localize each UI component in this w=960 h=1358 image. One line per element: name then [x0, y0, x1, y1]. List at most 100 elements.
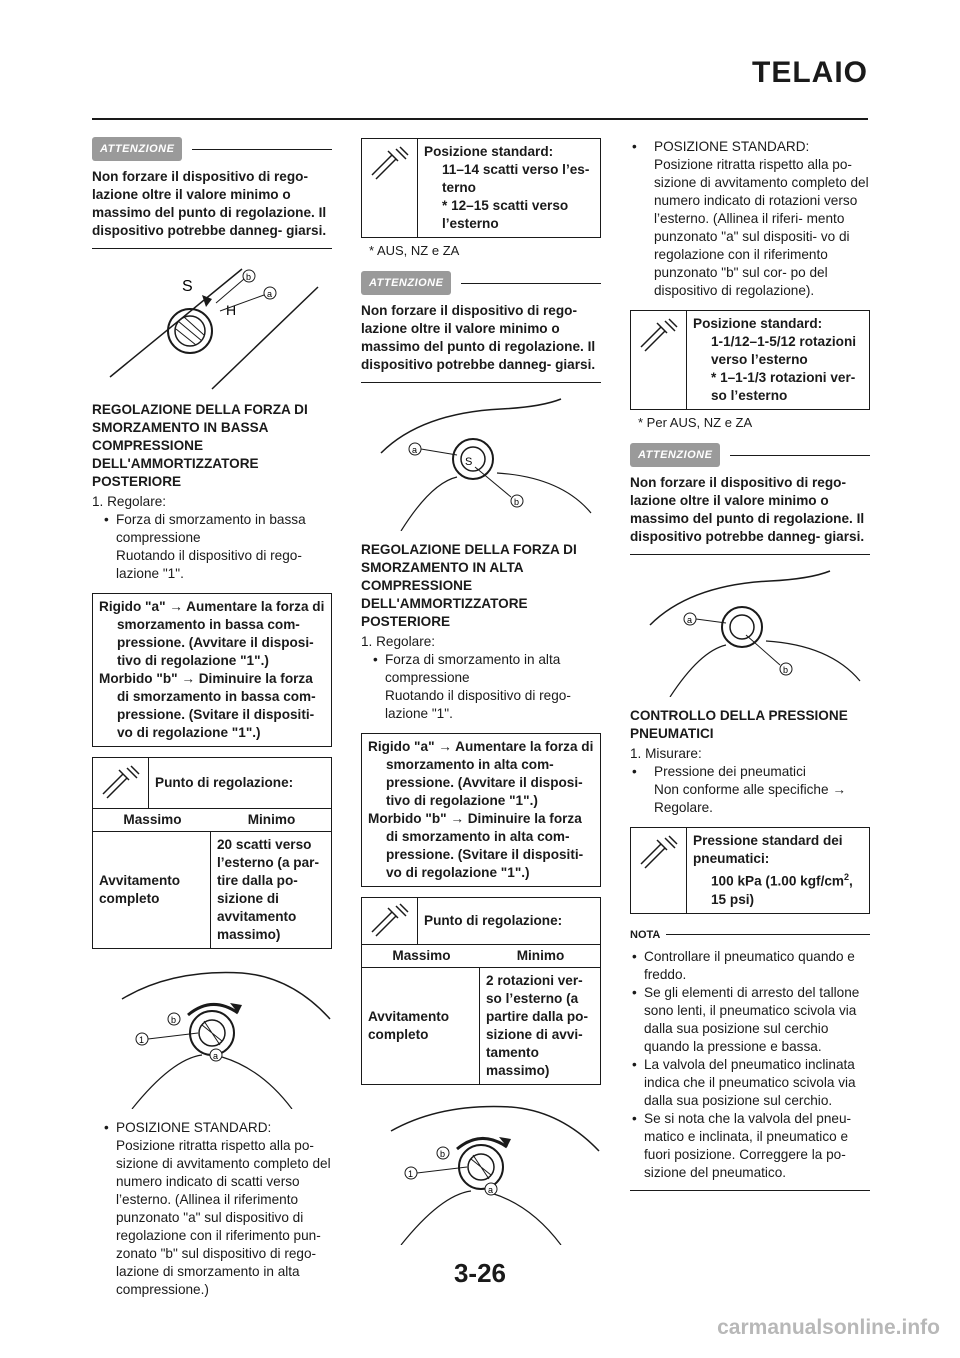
spec-value-alt: * 12–15 scatti verso l’esterno [442, 198, 569, 231]
svg-text:b: b [440, 1149, 445, 1159]
standard-position-box: Posizione standard: 11–14 scatti verso l… [361, 138, 601, 238]
header-rule [92, 118, 868, 120]
wrench-icon [362, 139, 418, 237]
min-value: 20 scatti verso l’esterno (a par- tire d… [217, 837, 319, 942]
standard-position-text: Posizione ritratta rispetto alla po- siz… [116, 1138, 331, 1297]
soft-direction-text: Morbido "b" → Diminuire la forza di smor… [99, 671, 316, 740]
adjust-range-table: Punto di regolazione: Massimo Minimo Avv… [361, 897, 601, 1085]
section-heading-low-comp: REGOLAZIONE DELLA FORZA DI SMORZAMENTO I… [92, 402, 308, 489]
wrench-icon [93, 758, 149, 808]
figure-low-comp-position: 1 b a [92, 959, 332, 1109]
adjuster-position-icon: 1 b a [390, 1105, 600, 1245]
note-end-rule [630, 1189, 870, 1192]
adjuster-illustration-icon: a b [649, 570, 861, 697]
column-header-min: Minimo [516, 948, 565, 963]
caution-text: Non forzare il dispositivo di rego- lazi… [92, 168, 332, 249]
figure-high-comp-adjuster: S a b [361, 393, 601, 531]
figure-high-comp-position: 1 b a [361, 1095, 601, 1245]
column-1: ATTENZIONE Non forzare il dispositivo di… [92, 137, 332, 1299]
spec-value-alt: * 1–1-1/3 rotazioni ver- so l’esterno [711, 370, 856, 403]
list-item: Forza di smorzamento in bassa compressio… [92, 511, 332, 547]
svg-text:a: a [213, 1051, 218, 1061]
section-heading-high-comp: REGOLAZIONE DELLA FORZA DI SMORZAMENTO I… [361, 542, 577, 629]
step-1: 1. Misurare: [630, 746, 702, 761]
hard-direction-text: Rigido "a" → Aumentare la forza di smorz… [368, 739, 594, 808]
max-value: Avvitamento completo [93, 832, 211, 948]
caution-badge: ATTENZIONE [361, 271, 452, 295]
list-item: POSIZIONE STANDARD: [92, 1119, 332, 1137]
svg-text:a: a [412, 445, 417, 455]
svg-text:a: a [687, 615, 692, 625]
wrench-icon [362, 898, 418, 944]
adjuster-position-icon: 1 b a [121, 971, 331, 1109]
page-title: TELAIO [752, 56, 868, 89]
hard-direction-text: Rigido "a" → Aumentare la forza di smorz… [99, 599, 325, 668]
caution-box: ATTENZIONE Non forzare il dispositivo di… [630, 443, 870, 555]
column-header-max: Massimo [123, 812, 182, 827]
list-item: Se gli elementi di arresto del tallone s… [630, 984, 870, 1056]
adjust-range-table: Punto di regolazione: Massimo Minimo Avv… [92, 757, 332, 949]
table-title: Punto di regolazione: [155, 775, 294, 790]
min-value: 2 rotazioni ver- so l’esterno (a partire… [486, 973, 588, 1078]
table-title: Punto di regolazione: [424, 913, 563, 928]
standard-position-text: Posizione ritratta rispetto alla po- siz… [654, 157, 869, 298]
svg-text:a: a [488, 1185, 493, 1195]
list-item: Se si nota che la valvola del pneu- mati… [630, 1110, 870, 1182]
adjuster-illustration-icon: S a b [380, 398, 592, 531]
adjust-direction-box: Rigido "a" → Aumentare la forza di smorz… [92, 593, 332, 747]
footnote: * Per AUS, NZ e ZA [638, 415, 753, 430]
svg-text:1: 1 [408, 1169, 413, 1179]
list-item: Controllare il pneumatico quando e fredd… [630, 948, 870, 984]
adjust-direction-box: Rigido "a" → Aumentare la forza di smorz… [361, 733, 601, 887]
footnote: * AUS, NZ e ZA [369, 243, 460, 258]
note-header: NOTA [630, 926, 870, 944]
svg-text:S: S [182, 278, 193, 295]
column-header-min: Minimo [247, 812, 296, 827]
spec-value: 11–14 scatti verso l’es- terno [442, 162, 590, 195]
footer-watermark: carmanualsonline.info [717, 1316, 940, 1339]
caution-text: Non forzare il dispositivo di rego- lazi… [630, 474, 870, 555]
svg-text:b: b [514, 497, 519, 507]
step-detail: Non conforme alle specifiche → [654, 782, 846, 797]
caution-box: ATTENZIONE Non forzare il dispositivo di… [361, 271, 601, 383]
svg-text:S: S [465, 456, 472, 468]
figure-adjuster-body: a b [630, 565, 870, 697]
adjuster-illustration-icon: S H b a [109, 268, 319, 390]
list-item: POSIZIONE STANDARD: [630, 138, 870, 156]
svg-text:b: b [783, 665, 788, 675]
spec-title: Posizione standard: [693, 316, 823, 331]
svg-text:b: b [246, 272, 251, 282]
max-value: Avvitamento completo [362, 968, 480, 1084]
step-1: 1. Regolare: [361, 634, 436, 649]
svg-text:1: 1 [139, 1035, 144, 1045]
caution-box: ATTENZIONE Non forzare il dispositivo di… [92, 137, 332, 249]
column-3: POSIZIONE STANDARD: Posizione ritratta r… [630, 138, 870, 1192]
column-2: Posizione standard: 11–14 scatti verso l… [361, 138, 601, 1255]
caution-badge: ATTENZIONE [630, 443, 721, 467]
svg-text:a: a [267, 289, 272, 299]
wrench-icon [631, 828, 687, 913]
spec-value: 1-1/12–1-5/12 rotazioni verso l’esterno [711, 334, 857, 367]
spec-title: Posizione standard: [424, 144, 554, 159]
list-item: Pressione dei pneumatici [630, 763, 870, 781]
step-1: 1. Regolare: [92, 494, 167, 509]
caution-badge: ATTENZIONE [92, 137, 183, 161]
soft-direction-text: Morbido "b" → Diminuire la forza di smor… [368, 811, 584, 880]
wrench-icon [631, 311, 687, 409]
step-detail-2: Regolare. [654, 800, 713, 815]
page-number: 3-26 [453, 1258, 507, 1288]
list-item: La valvola del pneumatico inclinata indi… [630, 1056, 870, 1110]
figure-low-comp-adjuster: S H b a [92, 259, 332, 391]
standard-position-box: Posizione standard: 1-1/12–1-5/12 rotazi… [630, 310, 870, 410]
list-item: Forza di smorzamento in alta compression… [361, 651, 601, 687]
svg-text:H: H [226, 302, 236, 318]
spec-title: Pressione standard dei pneumatici: [693, 833, 843, 866]
tire-pressure-box: Pressione standard dei pneumatici: 100 k… [630, 827, 870, 914]
step-detail: Ruotando il dispositivo di rego- lazione… [385, 688, 571, 721]
section-heading-tire-pressure: CONTROLLO DELLA PRESSIONE PNEUMATICI [630, 708, 848, 741]
step-detail: Ruotando il dispositivo di rego- lazione… [116, 548, 302, 581]
column-header-max: Massimo [392, 948, 451, 963]
svg-text:b: b [171, 1015, 176, 1025]
spec-value-alt: 15 psi) [711, 891, 755, 907]
caution-text: Non forzare il dispositivo di rego- lazi… [361, 302, 601, 383]
